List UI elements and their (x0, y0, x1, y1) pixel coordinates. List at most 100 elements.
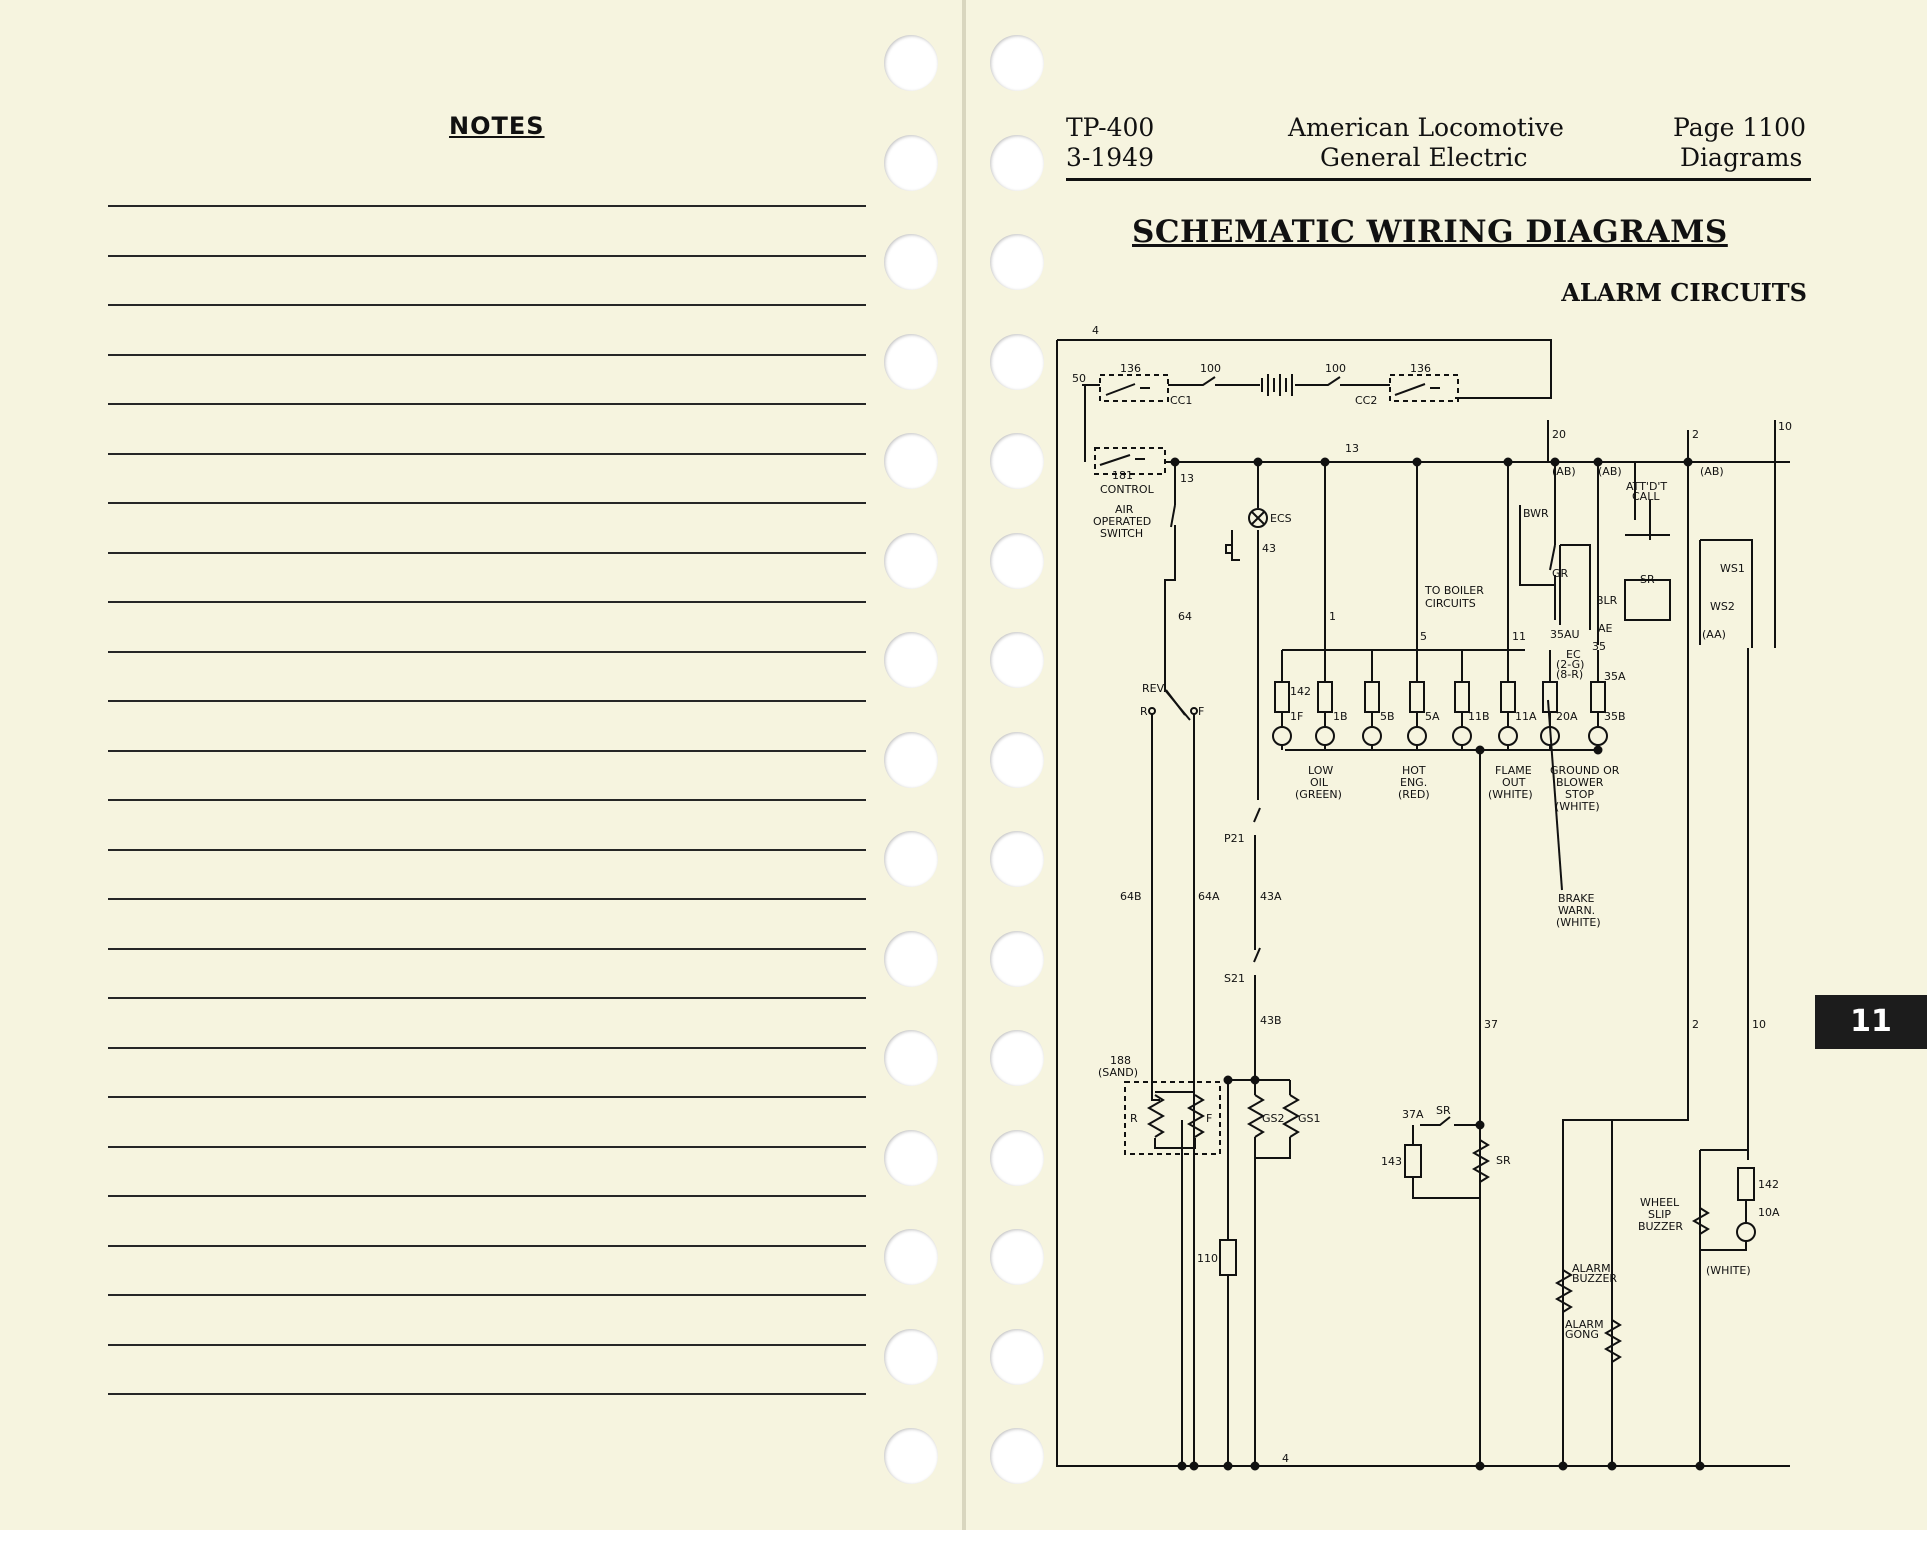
component-label: REV. (1142, 682, 1166, 695)
wire-label: 20 (1552, 428, 1566, 441)
component-label: 136 (1410, 362, 1431, 375)
junction-dot (1503, 457, 1513, 467)
component-label: GR (1552, 567, 1569, 580)
component-label: 35B (1604, 710, 1626, 723)
binder-hole (884, 1129, 938, 1186)
note-line (108, 353, 866, 356)
note-line (108, 601, 866, 603)
component-label: (2-G) (1556, 658, 1584, 671)
coil-gs2 (1246, 1094, 1266, 1138)
component-label: SR (1640, 573, 1655, 586)
wire-13-drop (1164, 462, 1176, 680)
wire-label: 10 (1752, 1018, 1766, 1031)
component-label: 142 (1290, 685, 1311, 698)
component-label: 10A (1758, 1206, 1780, 1219)
note-line (108, 1145, 866, 1148)
binder-hole (990, 632, 1044, 688)
binder-hole (990, 234, 1044, 290)
component-label: SR (1496, 1154, 1511, 1167)
component-label: F (1206, 1112, 1212, 1125)
wire-label: 1 (1329, 610, 1336, 623)
note-line (108, 848, 866, 851)
page-title: SCHEMATIC WIRING DIAGRAMS (1132, 214, 1728, 250)
page-label: Page 1100 (1673, 113, 1806, 142)
component-label: ENG. (1400, 776, 1427, 789)
binder-hole (884, 1030, 938, 1086)
binder-hole (884, 333, 938, 390)
junction-dot (1593, 745, 1603, 755)
component-label: (AB) (1598, 465, 1622, 478)
wire-label: 43A (1260, 890, 1282, 903)
component-label: SR (1436, 1104, 1451, 1117)
wire-label: 13 (1180, 472, 1194, 485)
binder-hole (884, 930, 938, 987)
contactor-136-b (1389, 374, 1459, 402)
resistor-142 (1454, 681, 1470, 713)
wheel-slip-return (1700, 1200, 1747, 1251)
binder-hole (990, 134, 1044, 191)
component-label: CC1 (1170, 394, 1192, 407)
wire-label: 35AU (1550, 628, 1580, 641)
wire-label: 37A (1402, 1108, 1424, 1121)
component-label: (8-R) (1556, 668, 1583, 681)
component-label: GROUND OR (1550, 764, 1620, 777)
junction-dot (1475, 1120, 1485, 1130)
component-label: TO BOILER (1424, 584, 1484, 597)
junction-dot (1412, 457, 1422, 467)
rev-r-terminal (1148, 707, 1156, 715)
wire-label: 64B (1120, 890, 1142, 903)
diagram-page (966, 0, 1927, 1530)
component-label: 20A (1556, 710, 1578, 723)
component-label: 100 (1200, 362, 1221, 375)
page-subtitle: ALARM CIRCUITS (1561, 278, 1807, 307)
component-label: 11A (1515, 710, 1537, 723)
binder-hole (990, 1030, 1044, 1086)
component-label: (AA) (1702, 628, 1726, 641)
binder-hole (884, 731, 938, 788)
note-line (108, 502, 866, 504)
component-label: R (1130, 1112, 1138, 1125)
junction-dots (1170, 457, 1705, 1471)
note-line (108, 452, 866, 455)
component-label: ECS (1270, 512, 1292, 525)
component-label: BWR (1523, 507, 1549, 520)
switch-136-a (1105, 383, 1150, 396)
component-label: (AB) (1700, 465, 1724, 478)
wire-label: 37 (1484, 1018, 1498, 1031)
binder-hole (884, 433, 938, 489)
ground-stop-lead (1547, 699, 1563, 891)
component-label: OPERATED (1093, 515, 1151, 528)
binder-hole (990, 333, 1044, 390)
binder-hole (990, 35, 1044, 91)
junction-dot (1475, 1461, 1485, 1471)
binder-hole (990, 831, 1044, 887)
component-label: LOW (1308, 764, 1333, 777)
junction-dot (1250, 1075, 1260, 1085)
section-tab[interactable]: 11 (1815, 995, 1927, 1049)
air-switch (1170, 504, 1176, 528)
component-label: 136 (1120, 362, 1141, 375)
note-line (108, 997, 866, 999)
rev-f-terminal (1190, 707, 1198, 715)
attd-call (1625, 500, 1670, 540)
note-line (108, 749, 866, 752)
binder-hole (884, 1428, 938, 1484)
note-line (108, 947, 866, 950)
wire-gr (1549, 544, 1556, 620)
component-label: 100 (1325, 362, 1346, 375)
sr-relay (1624, 579, 1671, 621)
wire-10 (1747, 420, 1776, 1150)
component-label: (SAND) (1098, 1066, 1138, 1079)
buzzer-coil (1554, 1269, 1574, 1313)
note-line (108, 551, 866, 554)
component-label: 35A (1604, 670, 1626, 683)
component-label: FLAME (1495, 764, 1532, 777)
component-label: GS1 (1298, 1112, 1321, 1125)
note-line (108, 1096, 866, 1098)
wire-ab (1597, 462, 1636, 645)
company-line1: American Locomotive (1288, 113, 1564, 142)
binder-hole (884, 134, 938, 191)
